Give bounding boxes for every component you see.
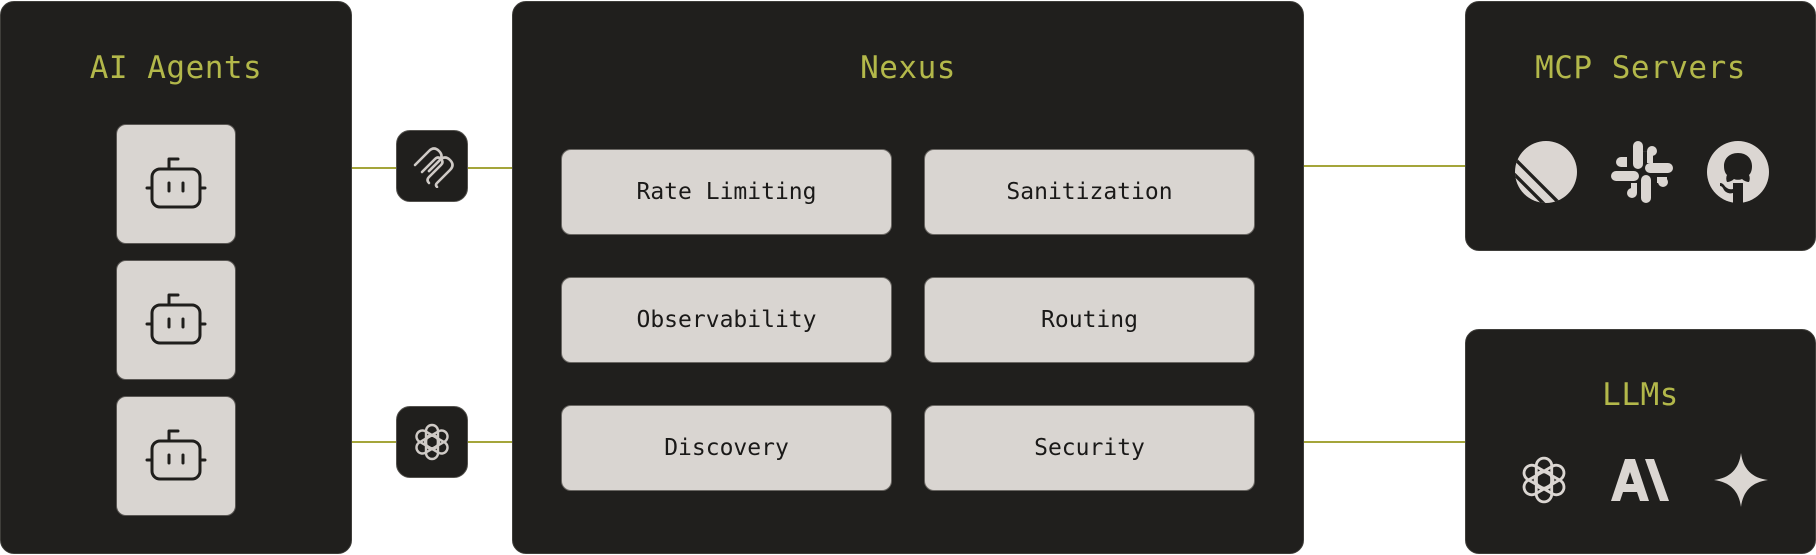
- feature-routing: Routing: [924, 277, 1255, 363]
- openai-icon: [1522, 456, 1566, 504]
- mcp-protocol-badge: [396, 130, 468, 202]
- mcp-servers-panel: MCP Servers: [1465, 1, 1816, 251]
- github-icon: [1707, 141, 1769, 203]
- openai-icon: [415, 423, 449, 461]
- llms-panel: LLMs: [1465, 329, 1816, 554]
- linear-logo: [1512, 138, 1580, 206]
- agent-tile: [116, 124, 236, 244]
- nexus-title: Nexus: [860, 50, 956, 86]
- llms-title: LLMs: [1602, 377, 1679, 413]
- robot-icon: [145, 293, 207, 345]
- openai-logo: [1515, 451, 1573, 509]
- mcp-servers-title: MCP Servers: [1535, 50, 1746, 86]
- gemini-logo: [1710, 449, 1772, 511]
- github-logo: [1704, 138, 1772, 206]
- feature-discovery: Discovery: [561, 405, 892, 491]
- ai-agents-panel: AI Agents: [0, 1, 352, 554]
- agent-tile: [116, 260, 236, 380]
- anthropic-icon: [1611, 459, 1669, 501]
- robot-icon: [145, 157, 207, 209]
- feature-sanitization: Sanitization: [924, 149, 1255, 235]
- openai-protocol-badge: [396, 406, 468, 478]
- feature-observability: Observability: [561, 277, 892, 363]
- gemini-icon: [1714, 453, 1768, 507]
- robot-icon: [145, 429, 207, 481]
- slack-logo: [1608, 138, 1676, 206]
- nexus-panel: Nexus Rate Limiting Sanitization Observa…: [512, 1, 1304, 554]
- anthropic-logo: [1609, 453, 1673, 507]
- linear-icon: [1515, 141, 1577, 203]
- ai-agents-title: AI Agents: [89, 50, 263, 86]
- connector-nexus-llms: [1303, 441, 1465, 443]
- agent-tile: [116, 396, 236, 516]
- feature-rate-limiting: Rate Limiting: [561, 149, 892, 235]
- feature-security: Security: [924, 405, 1255, 491]
- connector-nexus-mcp-servers: [1303, 165, 1465, 167]
- slack-icon: [1611, 141, 1673, 203]
- mcp-icon: [413, 147, 454, 188]
